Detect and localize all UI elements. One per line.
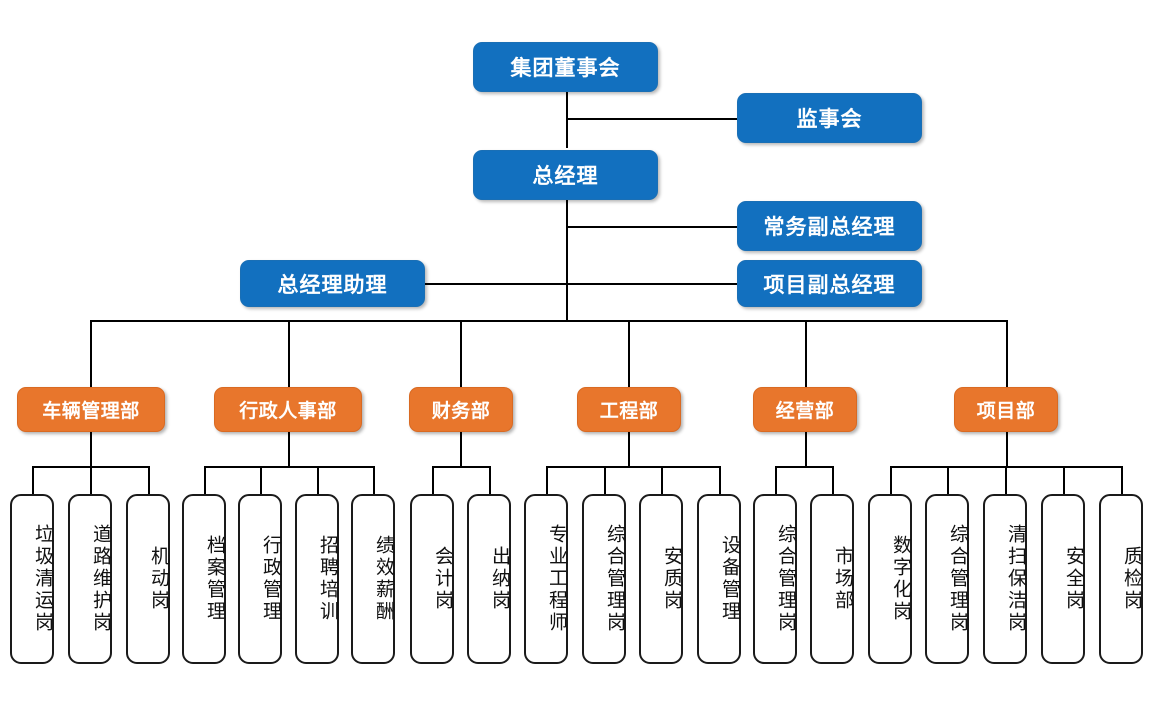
connector-to-p14 [775, 466, 777, 494]
node-dept-project[interactable]: 项目部 [954, 387, 1058, 432]
position-label-p01: 垃圾清运岗 [32, 524, 53, 634]
connector-project-drop [1006, 432, 1008, 466]
connector-gm-to-exec-vp [566, 226, 738, 228]
connector-to-p11 [604, 466, 606, 494]
sub-bus-operations [775, 466, 833, 468]
connector-to-p01 [32, 466, 34, 494]
node-dept-vehicle[interactable]: 车辆管理部 [17, 387, 165, 432]
department-bus-bar [91, 320, 1007, 323]
position-label-p15: 市场部 [832, 546, 853, 612]
node-supervisory-board[interactable]: 监事会 [737, 93, 922, 143]
position-label-p19: 安全岗 [1063, 546, 1084, 612]
connector-to-p19 [1063, 466, 1065, 494]
sub-bus-admin-hr [204, 466, 374, 468]
connector-finance-drop [460, 432, 462, 466]
position-label-p12: 安质岗 [661, 546, 682, 612]
sub-bus-engineering [546, 466, 720, 468]
node-executive-vice-president[interactable]: 常务副总经理 [737, 201, 922, 251]
connector-to-p13 [719, 466, 721, 494]
position-label-p02: 道路维护岗 [90, 524, 111, 634]
node-position-p12[interactable]: 安质岗 [639, 494, 683, 664]
connector-to-p08 [432, 466, 434, 494]
connector-to-p05 [260, 466, 262, 494]
connector-gm-to-project-vp [566, 283, 738, 285]
connector-to-p02 [90, 466, 92, 494]
node-position-p09[interactable]: 出纳岗 [467, 494, 511, 664]
connector-bus-to-finance [460, 320, 462, 387]
node-position-p01[interactable]: 垃圾清运岗 [10, 494, 54, 664]
node-position-p07[interactable]: 绩效薪酬 [351, 494, 395, 664]
connector-bus-to-admin-hr [288, 320, 290, 387]
position-label-p20: 质检岗 [1121, 546, 1142, 612]
node-position-p18[interactable]: 清扫保洁岗 [983, 494, 1027, 664]
connector-engineering-drop [628, 432, 630, 466]
position-label-p10: 专业工程师 [546, 524, 567, 634]
node-position-p03[interactable]: 机动岗 [126, 494, 170, 664]
position-label-p11: 综合管理岗 [604, 524, 625, 634]
connector-board-to-supervisory [566, 118, 738, 120]
node-position-p16[interactable]: 数字化岗 [868, 494, 912, 664]
position-label-p17: 综合管理岗 [947, 524, 968, 634]
position-label-p08: 会计岗 [432, 546, 453, 612]
node-position-p10[interactable]: 专业工程师 [524, 494, 568, 664]
connector-vehicle-drop [90, 432, 92, 466]
connector-operations-drop [805, 432, 807, 466]
connector-to-p20 [1121, 466, 1123, 494]
connector-to-p18 [1005, 466, 1007, 494]
node-position-p11[interactable]: 综合管理岗 [582, 494, 626, 664]
connector-to-p10 [546, 466, 548, 494]
connector-to-p16 [890, 466, 892, 494]
connector-bus-to-vehicle [90, 320, 92, 387]
node-project-vice-president[interactable]: 项目副总经理 [737, 260, 922, 307]
position-label-p16: 数字化岗 [890, 535, 911, 623]
connector-to-p09 [489, 466, 491, 494]
node-position-p04[interactable]: 档案管理 [182, 494, 226, 664]
connector-board-to-gm [566, 92, 568, 148]
position-label-p05: 行政管理 [260, 535, 281, 623]
node-dept-operations[interactable]: 经营部 [753, 387, 857, 432]
connector-to-p03 [148, 466, 150, 494]
connector-to-p17 [947, 466, 949, 494]
connector-bus-to-operations [805, 320, 807, 387]
position-label-p14: 综合管理岗 [775, 524, 796, 634]
connector-to-p04 [204, 466, 206, 494]
node-position-p15[interactable]: 市场部 [810, 494, 854, 664]
node-position-p02[interactable]: 道路维护岗 [68, 494, 112, 664]
node-gm-assistant[interactable]: 总经理助理 [240, 260, 425, 307]
node-position-p08[interactable]: 会计岗 [410, 494, 454, 664]
node-dept-finance[interactable]: 财务部 [409, 387, 513, 432]
sub-bus-finance [432, 466, 490, 468]
node-board[interactable]: 集团董事会 [473, 42, 658, 92]
connector-gm-trunk [566, 200, 569, 321]
node-dept-engineering[interactable]: 工程部 [577, 387, 681, 432]
node-position-p06[interactable]: 招聘培训 [295, 494, 339, 664]
position-label-p06: 招聘培训 [317, 535, 338, 623]
node-position-p13[interactable]: 设备管理 [697, 494, 741, 664]
node-position-p14[interactable]: 综合管理岗 [753, 494, 797, 664]
position-label-p04: 档案管理 [204, 535, 225, 623]
connector-to-p06 [317, 466, 319, 494]
position-label-p13: 设备管理 [719, 535, 740, 623]
node-position-p05[interactable]: 行政管理 [238, 494, 282, 664]
position-label-p18: 清扫保洁岗 [1005, 524, 1026, 634]
connector-to-p07 [373, 466, 375, 494]
node-dept-admin-hr[interactable]: 行政人事部 [214, 387, 362, 432]
connector-gm-to-assistant [377, 283, 567, 285]
node-general-manager[interactable]: 总经理 [473, 150, 658, 200]
connector-bus-to-engineering [628, 320, 630, 387]
connector-to-p15 [832, 466, 834, 494]
position-label-p09: 出纳岗 [489, 546, 510, 612]
position-label-p07: 绩效薪酬 [373, 535, 394, 623]
node-position-p17[interactable]: 综合管理岗 [925, 494, 969, 664]
node-position-p19[interactable]: 安全岗 [1041, 494, 1085, 664]
connector-to-p12 [661, 466, 663, 494]
connector-bus-to-project [1006, 320, 1008, 387]
node-position-p20[interactable]: 质检岗 [1099, 494, 1143, 664]
position-label-p03: 机动岗 [148, 546, 169, 612]
connector-admin-hr-drop [288, 432, 290, 466]
